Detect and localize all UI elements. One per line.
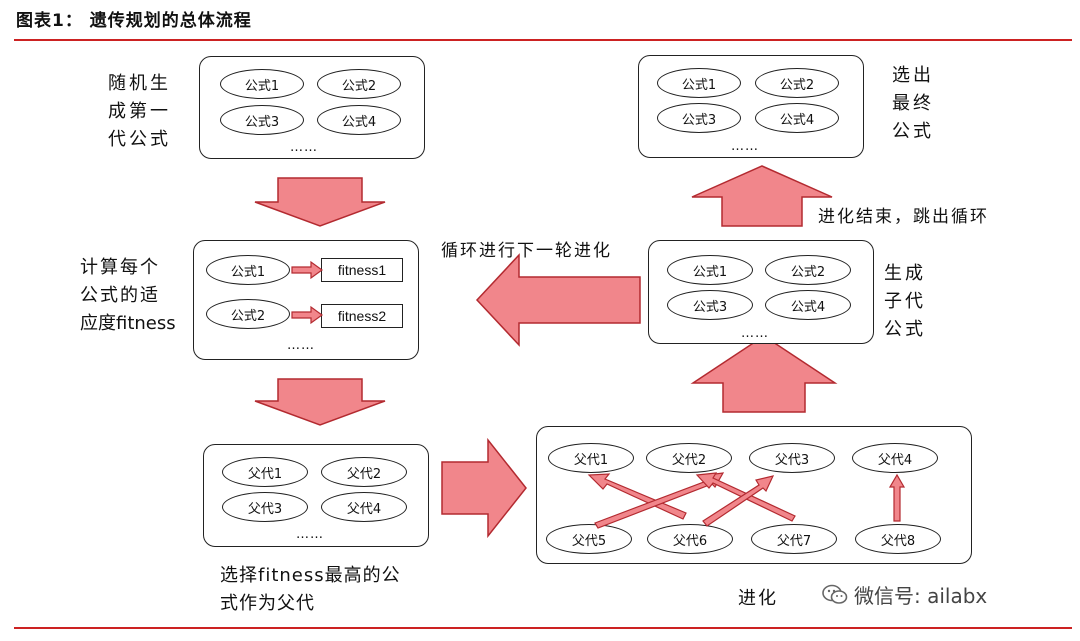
- parent-oval: 父代3: [222, 492, 308, 522]
- formula-oval: 公式1: [206, 255, 290, 285]
- formula-oval: 公式2: [765, 255, 851, 285]
- crossover-arrow: [587, 473, 687, 520]
- arrow-up-evolve-to-children: [690, 335, 838, 413]
- final-box: 公式1 公式2 公式3 公式4 ……: [638, 55, 864, 158]
- formula-oval: 公式1: [667, 255, 753, 285]
- formula-oval: 公式4: [317, 105, 401, 135]
- children-box: 公式1 公式2 公式3 公式4 ……: [648, 240, 874, 344]
- loop-caption: 循环进行下一轮进化: [441, 241, 612, 261]
- arrow-up-children-to-final: [691, 165, 833, 227]
- mutation-arrow: [888, 473, 906, 522]
- top-rule: [14, 39, 1072, 41]
- fitness-small-arrows: [291, 260, 324, 325]
- arrow-right-parents-to-evolve: [441, 437, 527, 539]
- formula-oval: 公式4: [765, 290, 851, 320]
- ellipsis: ……: [741, 326, 769, 341]
- formula-oval: 公式3: [667, 290, 753, 320]
- parent-oval: 父代6: [647, 524, 733, 554]
- fitness-result: fitness2: [321, 304, 403, 328]
- formula-oval: 公式1: [657, 68, 741, 98]
- parents-label: 选择fitness最高的公式作为父代: [220, 565, 401, 614]
- crossover-arrow: [702, 475, 775, 527]
- parent-oval: 父代2: [321, 457, 407, 487]
- formula-oval: 公式2: [317, 69, 401, 99]
- formula-oval: 公式3: [220, 105, 304, 135]
- watermark: 微信号: ailabx: [822, 580, 987, 609]
- ellipsis: ……: [287, 338, 315, 353]
- formula-oval: 公式2: [206, 299, 290, 329]
- end-caption: 进化结束，跳出循环: [818, 207, 989, 227]
- ellipsis: ……: [731, 139, 759, 154]
- formula-oval: 公式4: [755, 103, 839, 133]
- fitness-label: 计算每个公式的适应度fitness: [80, 257, 176, 334]
- evolution-box: 父代1 父代2 父代3 父代4 父代5 父代6 父代7 父代8: [536, 426, 972, 564]
- formula-oval: 公式3: [657, 103, 741, 133]
- arrow-left-children-to-fitness: [475, 253, 641, 347]
- parents-box: 父代1 父代2 父代3 父代4 ……: [203, 444, 429, 547]
- watermark-text: 微信号: ailabx: [854, 584, 988, 608]
- parent-oval: 父代4: [321, 492, 407, 522]
- parent-oval: 父代8: [855, 524, 941, 554]
- evolution-label: 进化: [738, 588, 778, 609]
- parent-oval: 父代7: [751, 524, 837, 554]
- ellipsis: ……: [296, 527, 324, 542]
- parent-oval: 父代5: [546, 524, 632, 554]
- fitness-box: 公式1 fitness1 公式2 fitness2 ……: [193, 240, 419, 360]
- parent-oval: 父代1: [548, 443, 634, 473]
- parent-oval: 父代4: [852, 443, 938, 473]
- wechat-icon: [822, 584, 848, 604]
- parent-oval: 父代1: [222, 457, 308, 487]
- formula-oval: 公式2: [755, 68, 839, 98]
- bottom-rule: [14, 627, 1072, 629]
- fitness-result: fitness1: [321, 258, 403, 282]
- parent-oval: 父代3: [749, 443, 835, 473]
- ellipsis: ……: [290, 140, 318, 155]
- first-generation-box: 公式1 公式2 公式3 公式4 ……: [199, 56, 425, 159]
- arrow-down-gen1-to-fitness: [254, 177, 386, 227]
- final-label: 选出最终公式: [892, 65, 934, 142]
- figure-title: 图表1： 遗传规划的总体流程: [16, 11, 252, 31]
- parent-oval: 父代2: [646, 443, 732, 473]
- formula-oval: 公式1: [220, 69, 304, 99]
- children-label: 生成子代公式: [884, 263, 926, 340]
- arrow-down-fitness-to-parents: [254, 378, 386, 426]
- first-generation-label: 随机生成第一代公式: [108, 73, 171, 150]
- crossover-arrows: [587, 472, 906, 529]
